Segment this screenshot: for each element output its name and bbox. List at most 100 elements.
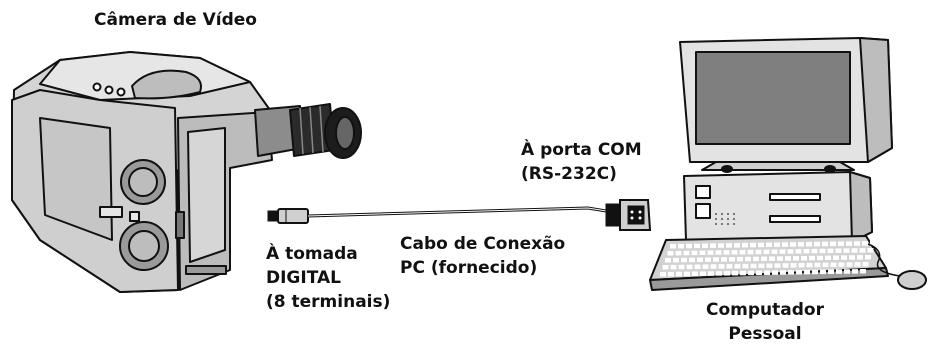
key-rows — [660, 241, 876, 277]
key-cap — [796, 269, 802, 275]
key-cap — [684, 271, 690, 277]
cable-label: Cabo de Conexão PC (fornecido) — [400, 232, 565, 280]
key-cap — [849, 255, 855, 260]
digital-plug — [267, 210, 279, 222]
key-cap — [750, 263, 757, 269]
key-cap — [732, 270, 738, 276]
key-cap — [734, 243, 740, 248]
key-cap — [700, 271, 706, 276]
key-cap — [694, 243, 700, 249]
digital-jack-label: À tomada DIGITAL (8 terminais) — [266, 242, 390, 314]
key-cap — [683, 250, 690, 256]
key-cap — [753, 256, 759, 262]
key-cap — [843, 248, 850, 253]
key-cap — [670, 244, 676, 249]
key-cap — [686, 243, 692, 249]
key-cap — [830, 241, 836, 247]
key-cap — [737, 256, 743, 262]
key-cap — [814, 241, 820, 247]
key-cap — [686, 264, 693, 270]
monitor-screen — [695, 51, 851, 145]
key-cap — [777, 256, 783, 261]
key-cap — [827, 248, 834, 254]
key-cap — [742, 242, 748, 248]
key-cap — [860, 269, 866, 274]
digital-jack-line-3: (8 terminais) — [266, 292, 391, 312]
key-cap — [822, 241, 828, 247]
key-cap — [790, 263, 797, 268]
key-cap — [678, 264, 685, 270]
key-cap — [747, 249, 754, 255]
key-cap — [748, 270, 754, 276]
key-cap — [806, 262, 813, 268]
key-cap — [844, 269, 850, 274]
key-cap — [782, 242, 788, 247]
cable-line-2: PC (fornecido) — [400, 258, 538, 278]
key-cap — [742, 263, 749, 269]
key-cap — [764, 270, 770, 275]
key-cap — [707, 250, 714, 255]
key-cap — [769, 256, 775, 261]
key-cap — [755, 249, 762, 255]
key-cap — [667, 251, 674, 256]
key-cap — [838, 241, 844, 246]
key-cap — [859, 248, 866, 253]
key-cap — [766, 263, 773, 268]
key-cap — [852, 269, 858, 274]
key-cap — [819, 248, 826, 254]
key-cap — [854, 241, 860, 246]
key-cap — [718, 243, 724, 248]
key-cap — [790, 242, 796, 247]
key-cap — [761, 256, 767, 262]
key-cap — [838, 262, 845, 267]
key-cap — [862, 262, 869, 267]
key-cap — [830, 262, 837, 267]
key-cap — [716, 271, 722, 276]
key-cap — [723, 250, 730, 255]
key-cap — [676, 271, 682, 277]
key-cap — [681, 257, 687, 263]
key-cap — [779, 249, 786, 254]
key-cap — [788, 270, 794, 275]
computer-label: Computador Pessoal — [706, 298, 824, 346]
key-cap — [726, 264, 733, 269]
key-cap — [673, 257, 679, 263]
key-cap — [811, 248, 818, 254]
computer-line-1: Computador — [706, 300, 824, 320]
key-cap — [798, 242, 804, 247]
key-cap — [814, 262, 821, 268]
key-cap — [865, 255, 871, 260]
keyboard — [649, 235, 889, 291]
key-cap — [731, 250, 738, 255]
key-cap — [662, 265, 669, 270]
db9-connector — [605, 199, 652, 231]
key-cap — [745, 256, 751, 262]
key-cap — [782, 263, 789, 268]
key-cap — [780, 270, 786, 275]
mouse — [867, 243, 927, 290]
key-cap — [803, 248, 810, 254]
personal-computer-illustration — [649, 37, 927, 291]
key-cap — [833, 255, 839, 260]
key-cap — [756, 270, 762, 276]
key-cap — [793, 256, 799, 261]
com-port-line-1: À porta COM — [521, 140, 642, 160]
key-cap — [710, 243, 716, 248]
key-cap — [660, 272, 666, 277]
key-cap — [734, 263, 741, 269]
com-port-line-2: (RS-232C) — [521, 164, 617, 184]
key-cap — [758, 242, 764, 248]
key-cap — [710, 264, 717, 269]
key-cap — [699, 250, 706, 256]
key-cap — [692, 271, 698, 277]
key-cap — [857, 255, 863, 260]
key-cap — [718, 264, 725, 269]
key-cap — [822, 262, 829, 268]
vent-grille — [715, 213, 735, 225]
monitor — [679, 37, 893, 173]
key-cap — [846, 241, 852, 246]
key-cap — [828, 269, 834, 274]
cable-line-1: Cabo de Conexão — [400, 234, 566, 254]
key-cap — [812, 269, 818, 275]
key-cap — [758, 263, 765, 269]
